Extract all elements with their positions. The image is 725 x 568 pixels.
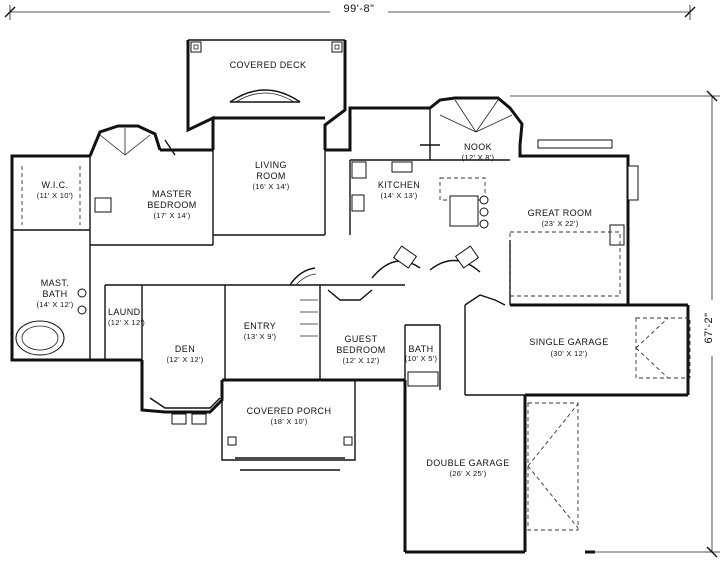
double-garage-size: (26' X 25') xyxy=(449,469,486,478)
guest-bedroom-name-1: GUEST xyxy=(344,334,377,344)
living-room-name-1: LIVING xyxy=(255,160,287,170)
master-bedroom-name-2: BEDROOM xyxy=(147,200,196,210)
single-garage-name: SINGLE GARAGE xyxy=(529,337,608,347)
laundry-size: (12' X 12') xyxy=(108,318,145,327)
great-room-size: (23' X 22') xyxy=(541,219,578,228)
den-size: (12' X 12') xyxy=(166,355,203,364)
covered-porch-size: (18' X 10') xyxy=(270,417,307,426)
bath-size: (10' X 5') xyxy=(405,354,438,363)
kitchen-name: KITCHEN xyxy=(378,180,420,190)
master-bedroom-name-1: MASTER xyxy=(152,189,192,199)
mast-bath-size: (14' X 12') xyxy=(36,300,73,309)
mast-bath-name-1: MAST. xyxy=(41,278,70,288)
overall-dimensions: 99'-8" 67'-2" xyxy=(4,3,720,558)
guest-bedroom-name-2: BEDROOM xyxy=(336,345,385,355)
nook-size: (12' X 8') xyxy=(462,153,495,162)
bath-name: BATH xyxy=(409,344,434,354)
exterior-walls xyxy=(10,39,690,554)
overall-width-label: 99'-8" xyxy=(343,3,374,15)
entry-name: ENTRY xyxy=(244,321,276,331)
laundry-name: LAUND xyxy=(108,307,141,317)
nook-name: NOOK xyxy=(464,142,492,152)
master-bedroom-size: (17' X 14') xyxy=(153,211,190,220)
interior-walls xyxy=(12,108,525,396)
living-room-name-2: ROOM xyxy=(256,171,286,181)
covered-deck-name: COVERED DECK xyxy=(230,60,307,70)
overall-depth-label: 67'-2" xyxy=(703,312,715,343)
room-labels: COVERED DECK NOOK (12' X 8') LIVING ROOM… xyxy=(36,60,608,478)
double-garage-name: DOUBLE GARAGE xyxy=(426,458,509,468)
plan-fixtures xyxy=(15,41,691,531)
covered-porch-name: COVERED PORCH xyxy=(247,406,332,416)
living-room-size: (16' X 14') xyxy=(252,182,289,191)
single-garage-size: (30' X 12') xyxy=(550,349,587,358)
wic-name: W.I.C. xyxy=(42,180,69,190)
guest-bedroom-size: (12' X 12') xyxy=(342,356,379,365)
great-room-name: GREAT ROOM xyxy=(528,208,593,218)
kitchen-size: (14' X 13') xyxy=(380,191,417,200)
entry-size: (13' X 9') xyxy=(244,332,277,341)
den-name: DEN xyxy=(175,344,195,354)
mast-bath-name-2: BATH xyxy=(43,289,68,299)
wic-size: (11' X 10') xyxy=(37,191,74,200)
